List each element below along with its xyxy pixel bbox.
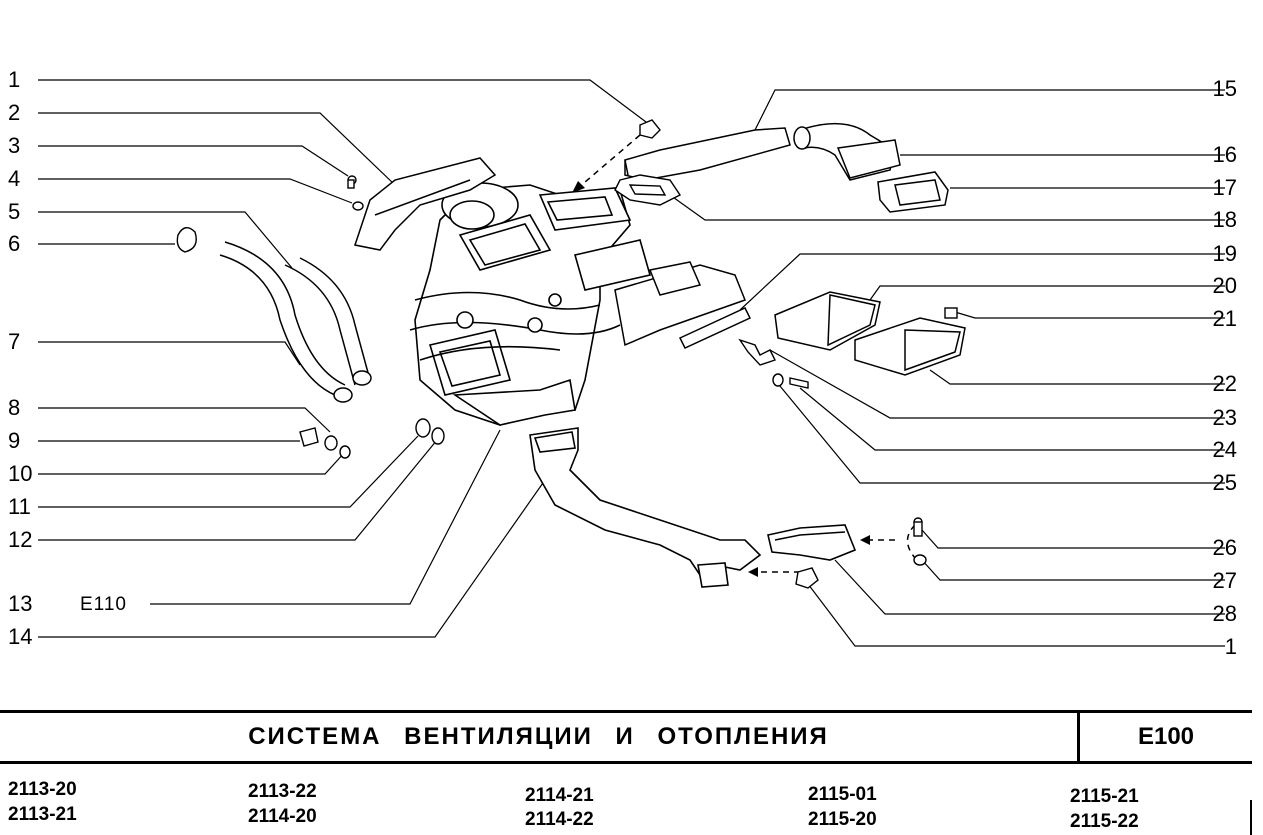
title-divider [1077, 713, 1080, 761]
air-inlet-ducts [624, 122, 949, 213]
upper-duct [354, 157, 497, 251]
leader-26 [921, 529, 1225, 549]
floor-ducts [529, 427, 857, 588]
variant-label: E110 [80, 594, 127, 615]
callout-16: 16 [1212, 142, 1237, 167]
leader-22 [929, 369, 1225, 385]
leader-13 [150, 429, 501, 605]
leader-4 [38, 178, 353, 204]
callout-7: 7 [8, 329, 21, 354]
leader-21 [954, 311, 1225, 319]
arrow-heads [572, 181, 870, 577]
page-title: СИСТЕМА ВЕНТИЛЯЦИИ И ОТОПЛЕНИЯ [248, 723, 829, 750]
model-code: 2113-21 [8, 804, 77, 825]
callout-11: 11 [8, 494, 31, 519]
leader-1 [38, 79, 651, 126]
leader-18 [669, 194, 1225, 221]
leader-20 [869, 285, 1225, 301]
assembly-arrows [577, 134, 916, 573]
callout-3: 3 [8, 133, 21, 158]
callout-19: 19 [1212, 241, 1237, 266]
leader-28 [834, 559, 1225, 615]
heater-assembly [409, 182, 652, 426]
leader-1b [804, 579, 1225, 647]
callout-23: 23 [1212, 405, 1237, 430]
title-block: СИСТЕМА ВЕНТИЛЯЦИИ И ОТОПЛЕНИЯ E100 [0, 710, 1252, 764]
leader-lines [38, 79, 1225, 647]
callout-27: 27 [1212, 568, 1237, 593]
model-code: 2115-21 [1070, 786, 1139, 807]
callout-12: 12 [8, 527, 33, 552]
leader-12 [38, 439, 438, 541]
callout-25: 25 [1212, 470, 1237, 495]
leader-15 [754, 89, 1225, 131]
leader-19 [739, 253, 1225, 311]
callout-17: 17 [1212, 175, 1237, 200]
callout-9: 9 [8, 428, 21, 453]
callout-8: 8 [8, 395, 21, 420]
edge-rule [1250, 800, 1252, 835]
leader-10 [38, 451, 346, 475]
callout-14: 14 [8, 624, 33, 649]
model-code: 2113-22 [248, 781, 317, 802]
exploded-parts-diagram: 1 2 3 4 5 6 7 8 9 10 11 12 13 14 E110 15… [8, 67, 1237, 659]
model-code: 2115-20 [808, 809, 877, 830]
model-code: 2114-22 [525, 809, 594, 830]
callout-4: 4 [8, 166, 21, 191]
callout-15: 15 [1212, 76, 1237, 101]
leader-25 [774, 379, 1225, 484]
leader-24 [799, 387, 1225, 451]
callout-6: 6 [8, 231, 21, 256]
hoses [219, 241, 372, 403]
side-vents [774, 291, 966, 376]
leader-23 [769, 349, 1225, 419]
leader-11 [38, 435, 419, 508]
callout-1: 1 [8, 67, 21, 92]
section-code: E100 [1137, 723, 1195, 750]
leader-5 [38, 211, 293, 269]
leader-3 [38, 145, 349, 177]
callout-18: 18 [1212, 207, 1237, 232]
leader-7 [38, 341, 301, 366]
callout-24: 24 [1212, 437, 1237, 462]
control-unit [614, 261, 752, 349]
leader-14 [38, 479, 546, 638]
callout-2: 2 [8, 100, 21, 125]
model-code: 2113-20 [8, 779, 77, 800]
parts-drawing [38, 79, 1225, 647]
callout-1b: 1 [1224, 634, 1237, 659]
callout-22: 22 [1212, 371, 1237, 396]
leader-8 [38, 407, 331, 433]
callout-13: 13 [8, 591, 33, 616]
model-code: 2114-20 [248, 806, 317, 827]
model-code: 2114-21 [525, 785, 594, 806]
leader-2 [38, 112, 396, 186]
callout-5: 5 [8, 199, 21, 224]
callout-20: 20 [1212, 273, 1237, 298]
model-code: 2115-01 [808, 784, 877, 805]
model-code: 2115-22 [1070, 811, 1139, 832]
fasteners [176, 119, 958, 589]
callout-10: 10 [8, 461, 33, 486]
callout-28: 28 [1212, 601, 1237, 626]
gasket [614, 174, 682, 206]
callout-26: 26 [1212, 535, 1237, 560]
callout-21: 21 [1212, 306, 1237, 331]
leader-27 [921, 559, 1225, 581]
